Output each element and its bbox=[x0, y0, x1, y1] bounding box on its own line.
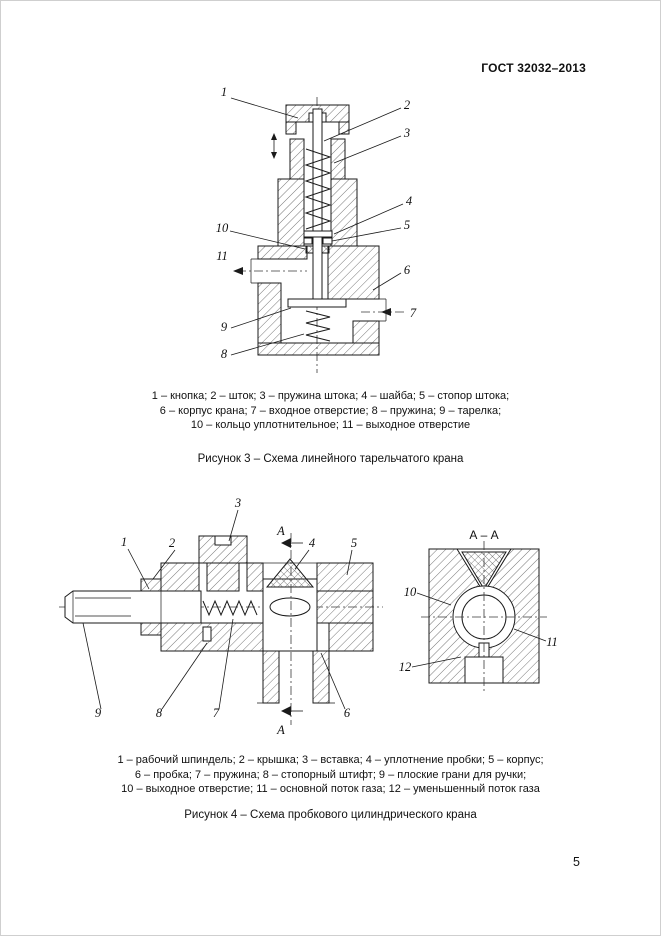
callout-12: 12 bbox=[399, 660, 412, 674]
stop-pin bbox=[202, 626, 212, 642]
callout-5: 5 bbox=[351, 536, 357, 550]
figure3-legend-line-2: 6 – корпус крана; 7 – входное отверстие;… bbox=[159, 404, 502, 417]
callout-4: 4 bbox=[406, 194, 412, 208]
outlet-channel bbox=[257, 650, 335, 704]
callout-8: 8 bbox=[221, 347, 228, 361]
bonnet bbox=[277, 138, 358, 247]
stem-spring bbox=[304, 148, 332, 230]
callout-2: 2 bbox=[404, 98, 410, 112]
outlet-port bbox=[233, 258, 307, 284]
figure4-main-leaders bbox=[82, 509, 353, 710]
figure3-drawing: 1 2 3 4 5 10 11 6 7 9 8 bbox=[216, 85, 417, 373]
callout-8: 8 bbox=[156, 706, 163, 720]
figure3-legend-line-3: 10 – кольцо уплотнительное; 11 – выходно… bbox=[190, 419, 471, 431]
figure4-legend-line-3: 10 – выходное отверстие; 11 – основной п… bbox=[121, 783, 540, 795]
valve-body bbox=[257, 245, 380, 356]
plug-spring bbox=[202, 599, 258, 617]
figure4-legend-line-2: 6 – пробка; 7 – пружина; 8 – стопорный ш… bbox=[134, 768, 527, 781]
section-title: А – А bbox=[469, 528, 498, 542]
figure3-legend-line-1: 1 – кнопка; 2 – шток; 3 – пружина штока;… bbox=[151, 390, 510, 402]
washer bbox=[303, 230, 333, 238]
callout-10: 10 bbox=[216, 221, 229, 235]
section-view: А – А 10 11 12 bbox=[399, 528, 558, 693]
figure3-caption: Рисунок 3 – Схема линейного тарельчатого… bbox=[197, 453, 464, 465]
callout-9: 9 bbox=[221, 320, 228, 334]
callout-2: 2 bbox=[169, 536, 175, 550]
figure3-legend: 1 – кнопка; 2 – шток; 3 – пружина штока;… bbox=[1, 389, 660, 433]
callout-10: 10 bbox=[404, 585, 417, 599]
cut-label-bottom: А bbox=[276, 723, 285, 737]
callout-9: 9 bbox=[95, 706, 102, 720]
spindle bbox=[64, 590, 202, 624]
figure4-legend-line-1: 1 – рабочий шпиндель; 2 – крышка; 3 – вс… bbox=[117, 754, 544, 766]
callout-7: 7 bbox=[410, 306, 417, 320]
callout-3: 3 bbox=[403, 126, 410, 140]
callout-6: 6 bbox=[344, 706, 351, 720]
callout-3: 3 bbox=[234, 496, 241, 510]
figure4-legend: 1 – рабочий шпиндель; 2 – крышка; 3 – вс… bbox=[1, 753, 660, 797]
callout-11: 11 bbox=[546, 635, 558, 649]
poppet-spring bbox=[305, 310, 331, 342]
stem bbox=[312, 108, 323, 300]
section-cut-line: А А bbox=[276, 524, 303, 737]
inlet-port bbox=[361, 298, 404, 322]
plug bbox=[262, 578, 318, 652]
callout-1: 1 bbox=[121, 535, 127, 549]
callout-6: 6 bbox=[404, 263, 411, 277]
callout-11: 11 bbox=[216, 249, 228, 263]
travel-arrow-icon bbox=[271, 133, 277, 159]
figure4-drawing: А А 3 1 2 4 5 9 8 7 6 А – А bbox=[59, 496, 558, 737]
document-header: ГОСТ 32032–2013 bbox=[481, 61, 586, 75]
callout-5: 5 bbox=[404, 218, 410, 232]
insert bbox=[198, 535, 248, 592]
figure4-main-callouts: 3 1 2 4 5 9 8 7 6 bbox=[95, 496, 357, 720]
callout-7: 7 bbox=[213, 706, 220, 720]
figure3-callouts: 1 2 3 4 5 10 11 6 7 9 8 bbox=[216, 85, 417, 361]
figure4-caption: Рисунок 4 – Схема пробкового цилиндричес… bbox=[184, 809, 477, 821]
figure3-leader-lines bbox=[229, 97, 404, 356]
plug-seal-cone bbox=[265, 558, 315, 588]
page-number: 5 bbox=[573, 855, 580, 869]
callout-4: 4 bbox=[309, 536, 315, 550]
callout-1: 1 bbox=[221, 85, 227, 99]
poppet-disc bbox=[287, 298, 347, 308]
cut-label-top: А bbox=[276, 524, 285, 538]
